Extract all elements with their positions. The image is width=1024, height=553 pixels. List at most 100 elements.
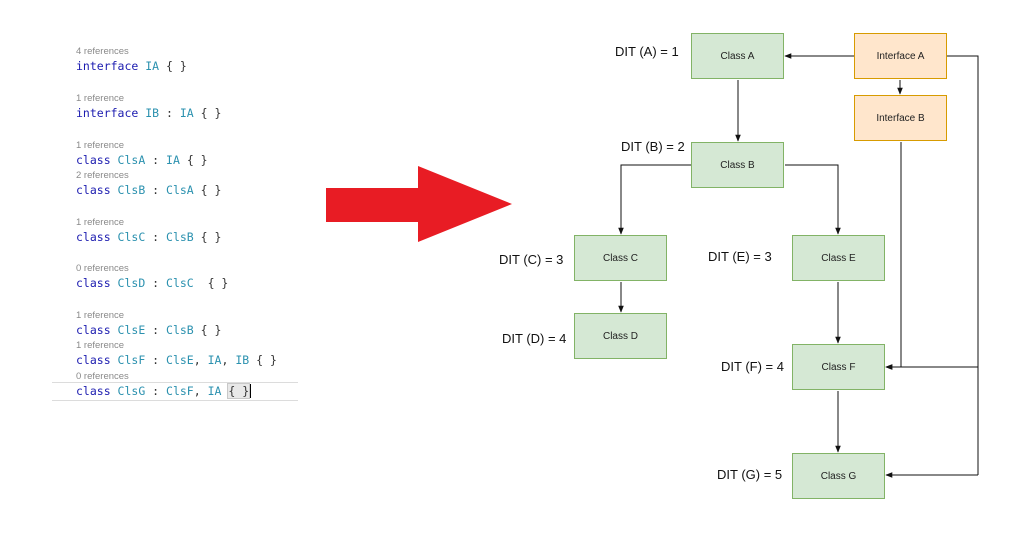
references-codelens[interactable]: 0 references	[76, 371, 129, 382]
code-token: class	[76, 230, 111, 244]
code-token: :	[145, 323, 167, 337]
code-line[interactable]: class ClsC : ClsB { }	[76, 229, 221, 245]
code-token: class	[76, 353, 111, 367]
code-token: class	[76, 153, 111, 167]
code-line[interactable]: interface IB : IA { }	[76, 105, 221, 121]
dit-label-b: DIT (B) = 2	[621, 139, 685, 154]
edge-class-b-to-class-c	[618, 164, 691, 235]
node-class-c: Class C	[574, 235, 667, 281]
dit-label-f: DIT (F) = 4	[721, 359, 784, 374]
node-interface-a: Interface A	[854, 33, 947, 79]
node-interface-b: Interface B	[854, 95, 947, 141]
code-token: :	[145, 384, 167, 398]
code-token: ClsD	[110, 276, 146, 290]
dit-label-d: DIT (D) = 4	[502, 331, 567, 346]
code-token: { }	[193, 183, 222, 197]
code-token: ,	[221, 353, 236, 367]
references-codelens[interactable]: 4 references	[76, 46, 129, 57]
node-class-a: Class A	[691, 33, 784, 79]
node-class-e: Class E	[792, 235, 885, 281]
references-codelens[interactable]: 1 reference	[76, 93, 125, 104]
code-token: ClsB	[110, 183, 146, 197]
edge-interface-a-rail	[947, 55, 979, 475]
code-line[interactable]: class ClsG : ClsF, IA { }	[76, 383, 252, 399]
code-token: { }	[159, 59, 187, 73]
code-token: class	[76, 276, 111, 290]
code-token: { }	[179, 153, 208, 167]
code-token: IA	[207, 353, 222, 367]
code-token: ClsC	[166, 276, 194, 290]
code-token: { }	[193, 323, 222, 337]
code-token: { }	[193, 276, 229, 290]
code-token: ClsA	[166, 183, 194, 197]
code-token: :	[145, 153, 167, 167]
code-token: interface	[76, 59, 139, 73]
code-token: { }	[193, 106, 222, 120]
code-token: :	[145, 276, 167, 290]
code-token: IA	[166, 153, 180, 167]
code-token: { }	[249, 353, 277, 367]
code-token: :	[159, 106, 180, 120]
node-class-d: Class D	[574, 313, 667, 359]
code-line[interactable]: interface IA { }	[76, 58, 187, 74]
code-token: IB	[138, 106, 160, 120]
code-token: { }	[227, 383, 251, 399]
code-token: ClsC	[110, 230, 146, 244]
code-line[interactable]: class ClsD : ClsC { }	[76, 275, 228, 291]
code-token: ClsF	[166, 384, 194, 398]
dit-label-c: DIT (C) = 3	[499, 252, 564, 267]
code-token: interface	[76, 106, 139, 120]
code-token: ClsE	[110, 323, 146, 337]
code-token: :	[145, 353, 167, 367]
references-codelens[interactable]: 1 reference	[76, 340, 125, 351]
arrow-right-icon	[326, 166, 512, 242]
edge-class-b-to-class-e	[785, 164, 841, 235]
code-token: ClsB	[166, 323, 194, 337]
current-line-highlight	[52, 382, 298, 401]
node-class-f: Class F	[792, 344, 885, 390]
dit-label-a: DIT (A) = 1	[615, 44, 679, 59]
code-token: IB	[235, 353, 250, 367]
code-token: ClsE	[166, 353, 194, 367]
references-codelens[interactable]: 1 reference	[76, 217, 125, 228]
references-codelens[interactable]: 2 references	[76, 170, 129, 181]
dit-label-e: DIT (E) = 3	[708, 249, 772, 264]
code-token: :	[145, 230, 167, 244]
code-token: { }	[193, 230, 222, 244]
code-token: ClsA	[110, 153, 146, 167]
code-line[interactable]: class ClsF : ClsE, IA, IB { }	[76, 352, 277, 368]
code-token: ClsF	[110, 353, 146, 367]
code-line[interactable]: class ClsB : ClsA { }	[76, 182, 221, 198]
code-token: IA	[179, 106, 194, 120]
code-token: class	[76, 323, 111, 337]
code-token: :	[145, 183, 167, 197]
code-line[interactable]: class ClsE : ClsB { }	[76, 322, 221, 338]
code-token: class	[76, 183, 111, 197]
node-class-b: Class B	[691, 142, 784, 188]
code-token: ClsB	[166, 230, 194, 244]
code-token: ClsG	[110, 384, 146, 398]
code-token: IA	[207, 384, 222, 398]
references-codelens[interactable]: 1 reference	[76, 140, 125, 151]
dit-label-g: DIT (G) = 5	[717, 467, 783, 482]
edge-interface-b-to-class-f	[885, 142, 902, 370]
code-token: IA	[138, 59, 160, 73]
references-codelens[interactable]: 0 references	[76, 263, 129, 274]
code-line[interactable]: class ClsA : IA { }	[76, 152, 208, 168]
code-token: ,	[193, 384, 208, 398]
code-token: ,	[193, 353, 208, 367]
code-token: class	[76, 384, 111, 398]
references-codelens[interactable]: 1 reference	[76, 310, 125, 321]
